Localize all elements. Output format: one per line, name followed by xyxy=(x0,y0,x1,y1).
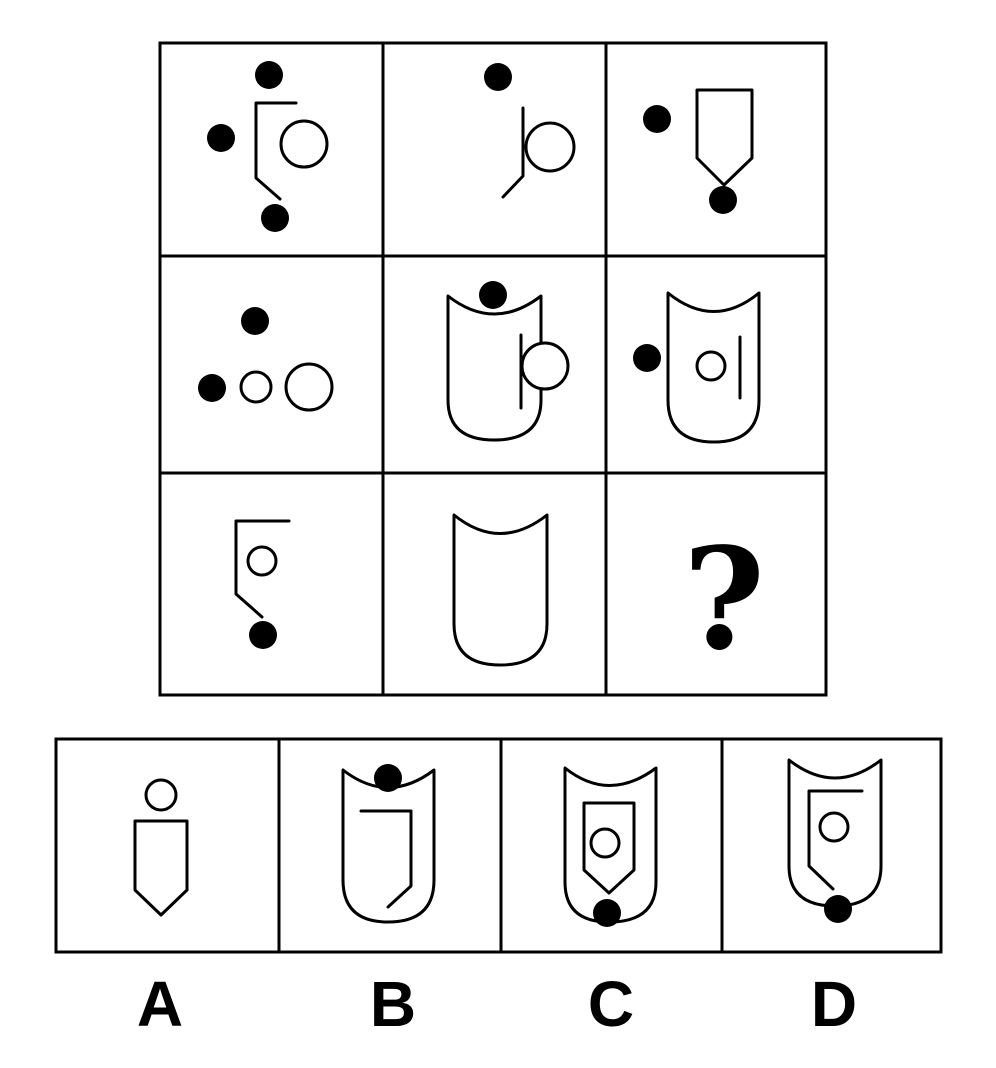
hollow-circle xyxy=(279,119,329,169)
black-dot xyxy=(709,186,737,214)
cell-r3c1 xyxy=(234,519,291,649)
black-dot xyxy=(249,621,277,649)
option-label-c: C xyxy=(588,968,634,1040)
black-dot xyxy=(479,281,507,309)
black-dot xyxy=(198,374,226,402)
black-dot xyxy=(824,895,852,923)
cell-r1c1 xyxy=(207,61,329,232)
bracket-shape xyxy=(359,809,413,909)
black-dot xyxy=(633,344,661,372)
small-hollow-circle xyxy=(818,811,850,843)
cup-shape xyxy=(446,294,543,442)
black-dot xyxy=(643,105,671,133)
bracket-shape xyxy=(254,101,298,201)
small-hollow-circle xyxy=(144,778,178,812)
cell-r2c3 xyxy=(633,291,761,444)
cell-r3c3: ? xyxy=(683,518,765,682)
small-hollow-circle xyxy=(695,350,727,382)
option-label-a: A xyxy=(137,968,183,1040)
cup-shape xyxy=(563,766,658,924)
matrix-grid xyxy=(158,41,828,697)
option-label-b: B xyxy=(370,968,416,1040)
option-b[interactable] xyxy=(281,741,499,950)
cup-shape xyxy=(452,513,549,667)
black-dot xyxy=(374,764,402,792)
cup-shape xyxy=(787,758,883,908)
pentagon-shield xyxy=(695,88,754,187)
small-hollow-circle xyxy=(246,545,278,577)
pentagon-shield xyxy=(133,819,189,917)
question-mark: ? xyxy=(683,518,765,682)
small-hollow-circle xyxy=(589,827,621,859)
option-d[interactable] xyxy=(724,741,939,950)
cell-r2c2 xyxy=(446,281,570,442)
cell-r3c2 xyxy=(452,513,549,667)
bracket-shape xyxy=(501,106,525,199)
cell-r2c1 xyxy=(198,307,334,412)
bracket-shape xyxy=(807,789,864,891)
option-c[interactable] xyxy=(503,741,720,950)
black-dot xyxy=(207,124,235,152)
option-label-d: D xyxy=(811,968,857,1040)
cell-r1c2 xyxy=(484,63,576,199)
hollow-circle xyxy=(284,362,334,412)
small-hollow-circle xyxy=(239,370,273,404)
cup-shape xyxy=(666,291,761,444)
black-dot xyxy=(255,61,283,89)
option-a[interactable] xyxy=(58,741,277,950)
cell-r1c3 xyxy=(643,88,754,214)
hollow-circle xyxy=(520,341,570,391)
black-dot xyxy=(484,63,512,91)
bracket-shape xyxy=(234,519,291,619)
black-dot xyxy=(593,899,621,927)
hollow-circle xyxy=(524,121,576,173)
black-dot xyxy=(261,204,289,232)
pentagon-shield xyxy=(582,801,636,895)
options-grid xyxy=(54,737,943,954)
black-dot xyxy=(241,307,269,335)
